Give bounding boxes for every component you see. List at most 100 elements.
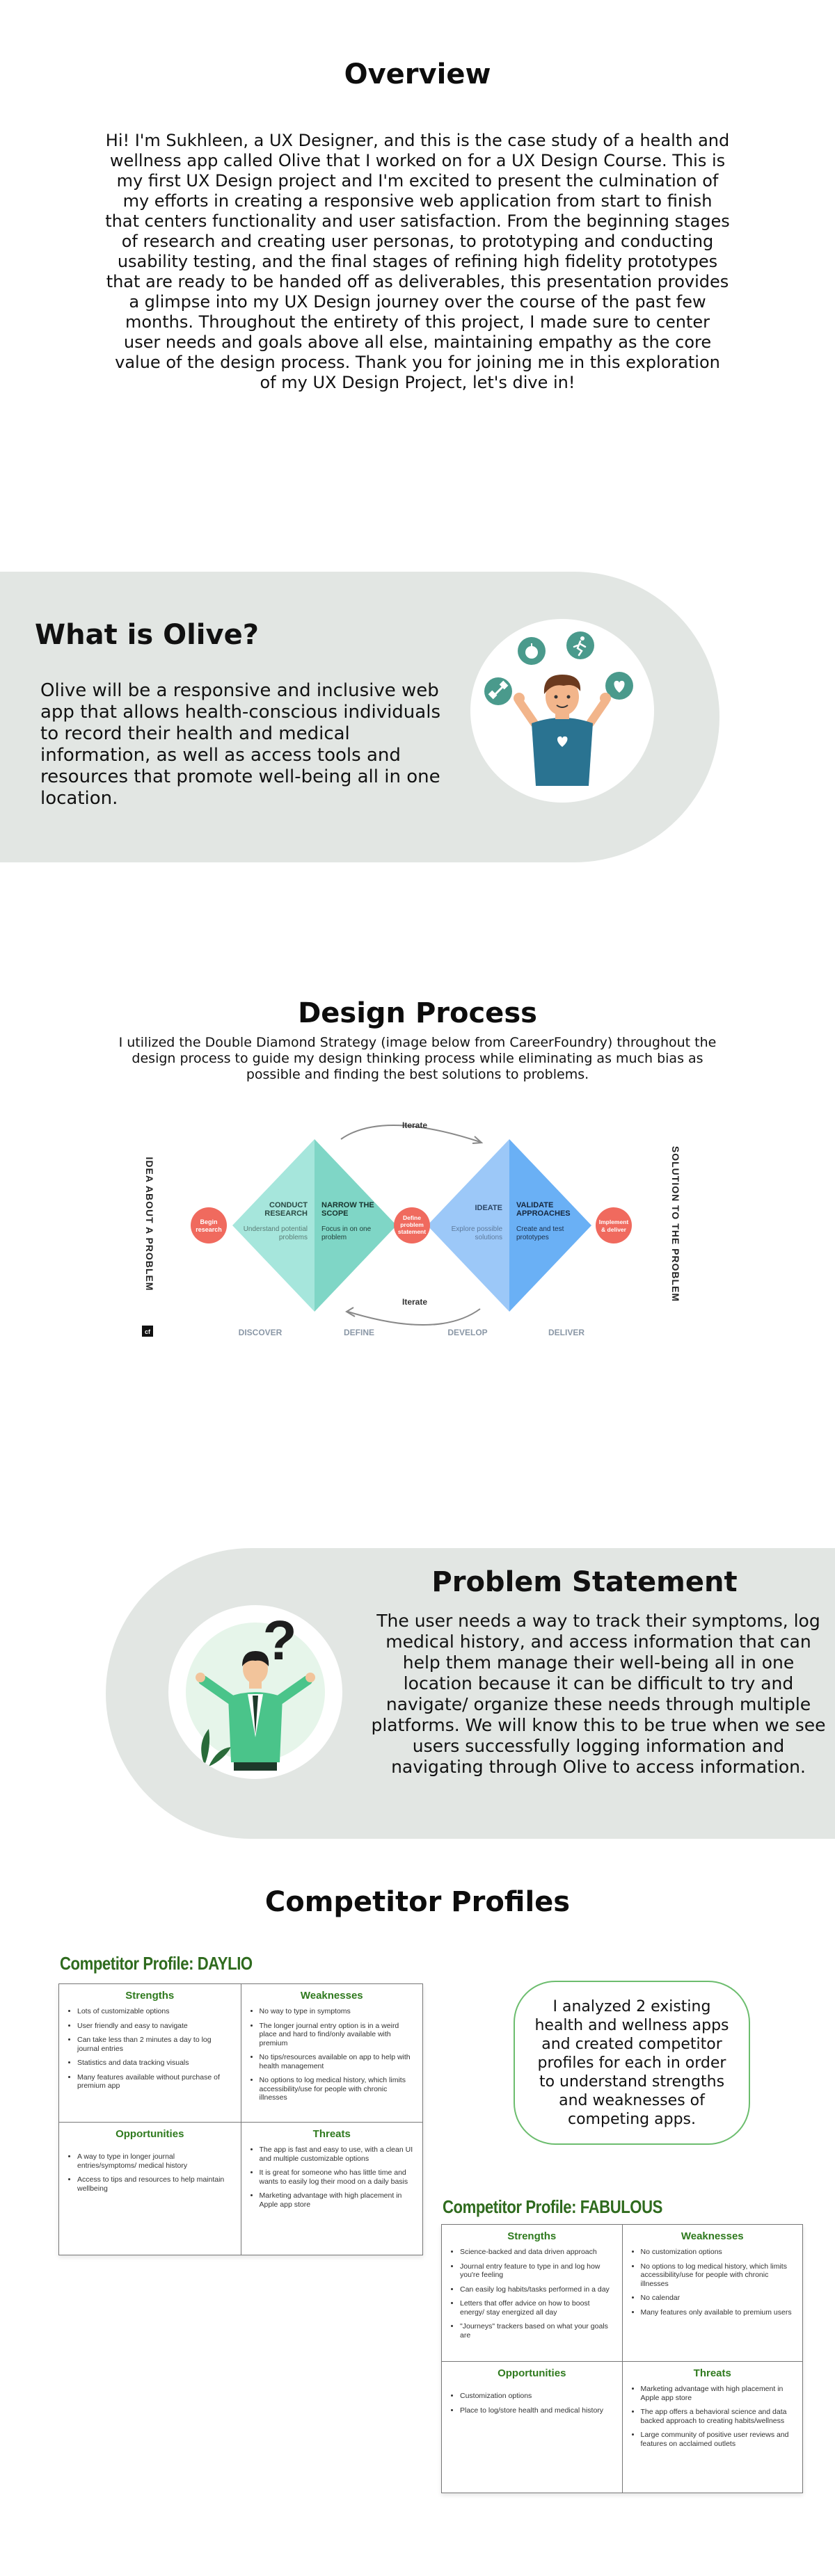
swot-bullet: Access to tips and resources to help mai… — [77, 2175, 232, 2193]
careerfoundry-logo — [142, 1326, 153, 1337]
swot-bullet: Journal entry feature to type in and log… — [460, 2262, 614, 2280]
diagram-label: problem — [321, 1234, 347, 1241]
daylio-weaknesses-cell: Weaknesses No way to type in symptomsThe… — [240, 1983, 423, 2123]
diagram-label: NARROW THE — [321, 1201, 374, 1209]
diagram-label: VALIDATE — [516, 1201, 553, 1209]
swot-bullet: The app offers a behavioral science and … — [641, 2408, 795, 2425]
diagram-label: solutions — [475, 1234, 502, 1241]
diagram-label: Define — [403, 1214, 421, 1221]
begin-research-node — [191, 1207, 227, 1243]
daylio-threats-cell: Threats The app is fast and easy to use,… — [240, 2122, 423, 2255]
swot-bullet: No options to log medical history, which… — [260, 2076, 415, 2102]
phase-develop: DEVELOP — [447, 1328, 487, 1337]
swot-bullet: It is great for someone who has little t… — [260, 2168, 415, 2186]
daylio-opportunities-list: A way to type in longer journal entries/… — [59, 2144, 241, 2204]
double-diamond-diagram: IDEA ABOUT A PROBLEM SOLUTION TO THE PRO… — [132, 1106, 703, 1346]
swot-bullet: Place to log/store health and medical hi… — [460, 2406, 614, 2415]
diagram-label: problems — [279, 1234, 308, 1241]
discover-half — [232, 1139, 315, 1312]
swot-bullet: "Journeys" trackers based on what your g… — [460, 2322, 614, 2340]
swot-bullet: Marketing advantage with high placement … — [641, 2385, 795, 2402]
iterate-label-bottom: Iterate — [402, 1297, 427, 1307]
swot-bullet: Many features only available to premium … — [641, 2308, 795, 2317]
running-icon — [566, 631, 594, 659]
olive-title: What is Olive? — [35, 619, 259, 651]
diagram-label: Create and test — [516, 1225, 564, 1233]
dumbbell-icon — [484, 677, 512, 705]
fabulous-threats-list: Marketing advantage with high placement … — [623, 2383, 803, 2459]
heart-badge-icon — [605, 672, 633, 700]
phase-discover: DISCOVER — [239, 1328, 283, 1337]
diagram-label: Understand potential — [244, 1225, 308, 1233]
daylio-profile-title: Competitor Profile: DAYLIO — [60, 1953, 253, 1974]
phase-deliver: DELIVER — [548, 1328, 584, 1337]
problem-text: The user needs a way to track their symp… — [371, 1611, 826, 1777]
swot-bullet: Marketing advantage with high placement … — [260, 2191, 415, 2209]
swot-bullet: No way to type in symptoms — [260, 2007, 415, 2016]
diagram-left-label: IDEA ABOUT A PROBLEM — [144, 1157, 155, 1291]
daylio-swot-table: Strengths Lots of customizable optionsUs… — [58, 1983, 423, 2255]
swot-bullet: Large community of positive user reviews… — [641, 2431, 795, 2448]
fabulous-opportunities-cell: Opportunities Customization optionsPlace… — [441, 2361, 623, 2493]
diagram-label: Implement — [599, 1218, 629, 1225]
diagram-label: research — [196, 1226, 222, 1233]
swot-bullet: Customization options — [460, 2392, 614, 2401]
swot-bullet: User friendly and easy to navigate — [77, 2022, 232, 2031]
swot-bullet: Statistics and data tracking visuals — [77, 2059, 232, 2068]
swot-bullet: Science-backed and data driven approach — [460, 2248, 614, 2257]
swot-bullet: The app is fast and easy to use, with a … — [260, 2146, 415, 2163]
iterate-arrow-top — [340, 1124, 481, 1143]
fabulous-weaknesses-list: No customization options No options to lo… — [623, 2246, 803, 2328]
swot-bullet: Lots of customizable options — [77, 2007, 232, 2016]
deliver-half — [509, 1139, 591, 1312]
iterate-arrow-bottom — [347, 1308, 481, 1326]
diagram-label: problem — [400, 1221, 424, 1228]
daylio-opportunities-cell: Opportunities A way to type in longer jo… — [58, 2122, 241, 2255]
diagram-label: APPROACHES — [516, 1209, 571, 1218]
competitor-callout: I analyzed 2 existing health and wellnes… — [514, 1981, 750, 2145]
develop-half — [427, 1139, 509, 1312]
daylio-strengths-list: Lots of customizable optionsUser friendl… — [59, 2006, 241, 2102]
overview-title: Overview — [344, 58, 491, 90]
fabulous-swot-table: Strengths Science-backed and data driven… — [441, 2224, 803, 2493]
swot-bullet: Many features available without purchase… — [77, 2073, 232, 2091]
fabulous-profile-title: Competitor Profile: FABULOUS — [443, 2196, 662, 2217]
problem-illustration: ? — [168, 1605, 342, 1779]
healthy-person-illustration — [484, 631, 633, 786]
swot-bullet: Can take less than 2 minutes a day to lo… — [77, 2036, 232, 2053]
fabulous-opportunities-list: Customization optionsPlace to log/store … — [442, 2383, 622, 2426]
swot-bullet: No options to log medical history, which… — [641, 2262, 795, 2289]
fabulous-weaknesses-cell: Weaknesses No customization optionsNo op… — [621, 2224, 803, 2362]
diagram-label: & deliver — [601, 1226, 627, 1233]
swot-bullet: Letters that offer advice on how to boos… — [460, 2299, 614, 2317]
diagram-label: IDEATE — [475, 1204, 502, 1212]
diagram-label: Begin — [200, 1218, 217, 1225]
swot-bullet: No customization options — [641, 2248, 795, 2257]
diagram-label: Explore possible — [452, 1225, 503, 1233]
swot-bullet: The longer journal entry option is in a … — [260, 2022, 415, 2048]
daylio-strengths-cell: Strengths Lots of customizable optionsUs… — [58, 1983, 241, 2123]
diagram-label: CONDUCT — [269, 1201, 308, 1209]
problem-title: Problem Statement — [431, 1566, 738, 1598]
implement-node — [596, 1207, 632, 1243]
swot-bullet: Can easily log habits/tasks performed in… — [460, 2285, 614, 2294]
define-half — [315, 1139, 397, 1312]
olive-illustration — [470, 619, 654, 803]
swot-bullet: A way to type in longer journal entries/… — [77, 2152, 232, 2170]
apple-icon — [518, 637, 546, 665]
person-figure — [514, 675, 611, 786]
diagram-right-label: SOLUTION TO THE PROBLEM — [670, 1146, 681, 1302]
fabulous-strengths-cell: Strengths Science-backed and data driven… — [441, 2224, 623, 2362]
swot-bullet: No calendar — [641, 2294, 795, 2303]
fabulous-strengths-list: Science-backed and data driven approachJ… — [442, 2246, 622, 2351]
design-process-title: Design Process — [298, 997, 537, 1029]
competitor-profiles-title: Competitor Profiles — [264, 1886, 571, 1918]
diagram-label: SCOPE — [321, 1209, 349, 1218]
confused-person-illustration: ? — [186, 1609, 325, 1771]
daylio-threats-list: The app is fast and easy to use, with a … — [241, 2144, 423, 2220]
swot-bullet: No tips/resources available on app to he… — [260, 2053, 415, 2070]
iterate-label-top: Iterate — [402, 1120, 427, 1130]
olive-description: Olive will be a responsive and inclusive… — [40, 680, 440, 809]
overview-text: Hi! I'm Sukhleen, a UX Designer, and thi… — [105, 131, 730, 392]
diagram-label: prototypes — [516, 1234, 549, 1241]
